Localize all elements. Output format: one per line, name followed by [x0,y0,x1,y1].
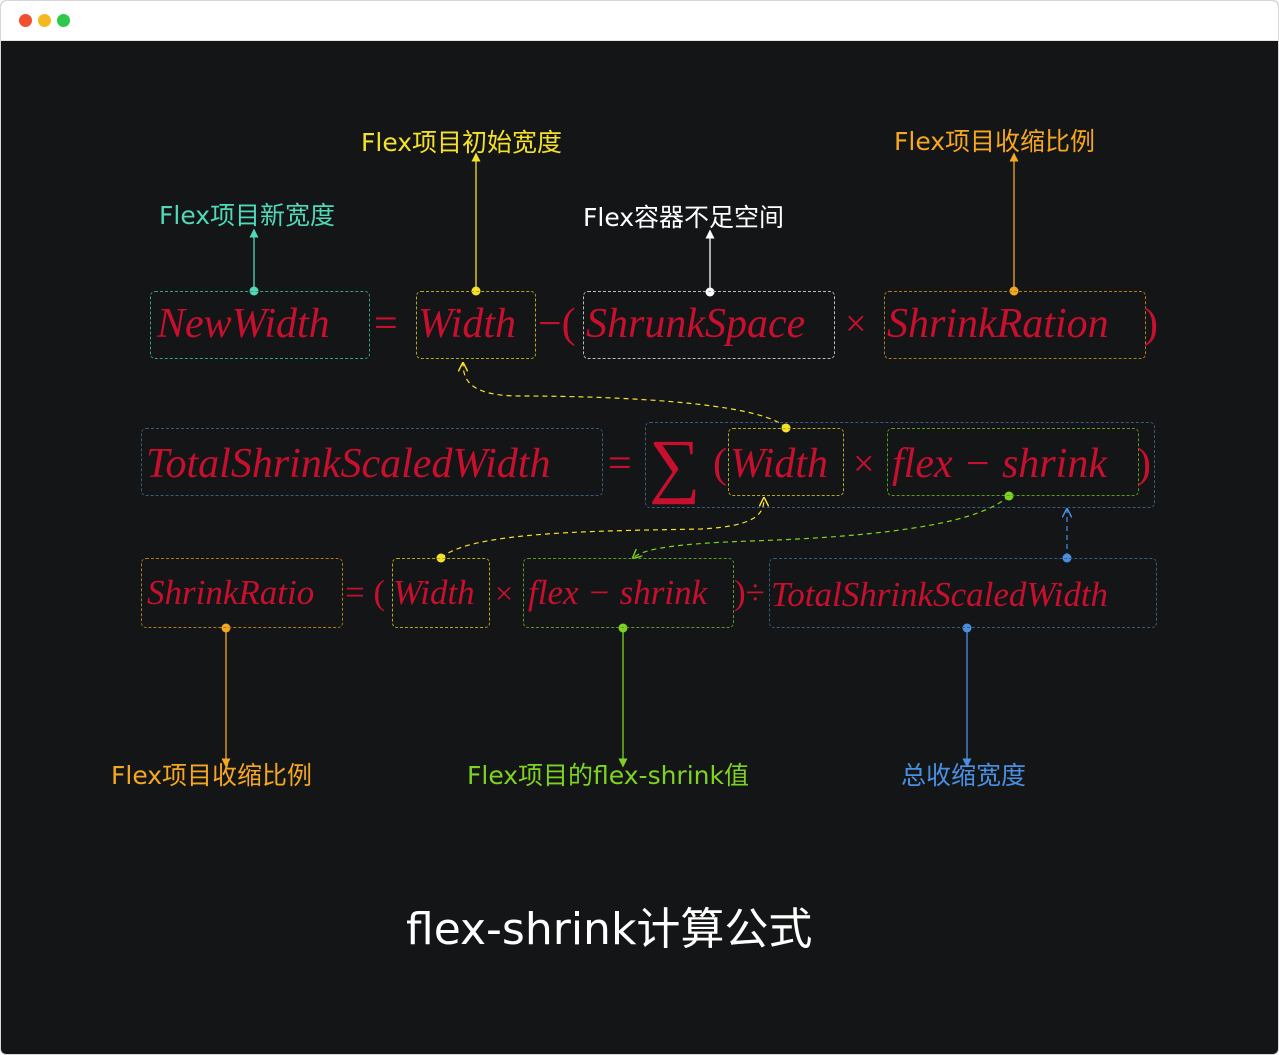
label-insufficient-space: Flex容器不足空间 [583,203,785,232]
ratio-total-box [769,558,1157,628]
arrow-new-width [249,228,259,296]
ratio-flex-shrink-box [523,558,734,628]
sum-width-box [728,428,844,496]
formula-equals: = [374,301,398,347]
label-new-width: Flex项目新宽度 [159,201,336,230]
sum-box [645,422,1155,508]
formula-flex-shrink: flex − shrink [528,573,708,612]
formula-open-paren: ( [713,441,727,487]
formula-new-width: NewWidth [157,301,330,347]
formula-times: × [845,303,867,345]
formula-flex-shrink: flex − shrink [892,441,1107,487]
formula-close-divide: )÷ [734,573,765,612]
formula-width: Width [393,573,475,612]
shrink-ration-box [884,291,1146,359]
arrow-insufficient-space [705,229,715,297]
formula-shrunk-space: ShrunkSpace [586,301,806,347]
diagram-title: flex-shrink计算公式 [406,904,813,955]
arrow-shrink-ratio-top [1009,152,1019,296]
arrow-initial-width [471,152,481,296]
close-button[interactable] [19,14,32,27]
formula-close-paren: ) [1137,441,1151,487]
width-box [416,291,536,359]
shrunk-space-box [583,291,835,359]
curve-flex-shrink [633,491,1014,559]
formula-total: TotalShrinkScaledWidth [146,441,551,487]
formula-equals-open: = ( [345,573,386,612]
formula-sum: ∑ [649,425,701,505]
label-initial-width: Flex项目初始宽度 [361,128,563,157]
formula-close-paren: ) [1144,301,1158,347]
formula-width: Width [730,441,829,487]
arrow-total-shrink-width [962,623,972,768]
label-shrink-ratio-top: Flex项目收缩比例 [894,127,1096,156]
formula-times: × [495,575,514,611]
arrow-shrink-ratio-bottom [221,623,231,768]
formula-equals: = [608,441,632,487]
shrink-ratio-box [141,558,343,628]
formula-shrink-ration: ShrinkRation [887,301,1109,347]
arrow-total-to-sum [1063,509,1072,563]
formula-times: × [853,443,875,485]
formula-shrink-ratio: ShrinkRatio [147,573,315,612]
ratio-width-box [392,558,490,628]
title-bar [1,1,1278,41]
formula-total: TotalShrinkScaledWidth [771,575,1109,614]
sum-flex-shrink-box [887,428,1139,496]
maximize-button[interactable] [57,14,70,27]
minimize-button[interactable] [38,14,51,27]
label-flex-shrink-value: Flex项目的flex-shrink值 [467,761,749,790]
total-box [141,428,603,496]
formula-width: Width [418,301,517,347]
formula-minus-paren: −( [538,301,576,347]
arrow-flex-shrink-value [618,623,628,768]
label-total-shrink-width: 总收缩宽度 [901,761,1027,790]
diagram-canvas: NewWidth = Width −( ShrunkSpace × Shrink… [1,41,1278,1054]
new-width-box [150,291,370,359]
label-shrink-ratio-bottom: Flex项目收缩比例 [111,761,313,790]
